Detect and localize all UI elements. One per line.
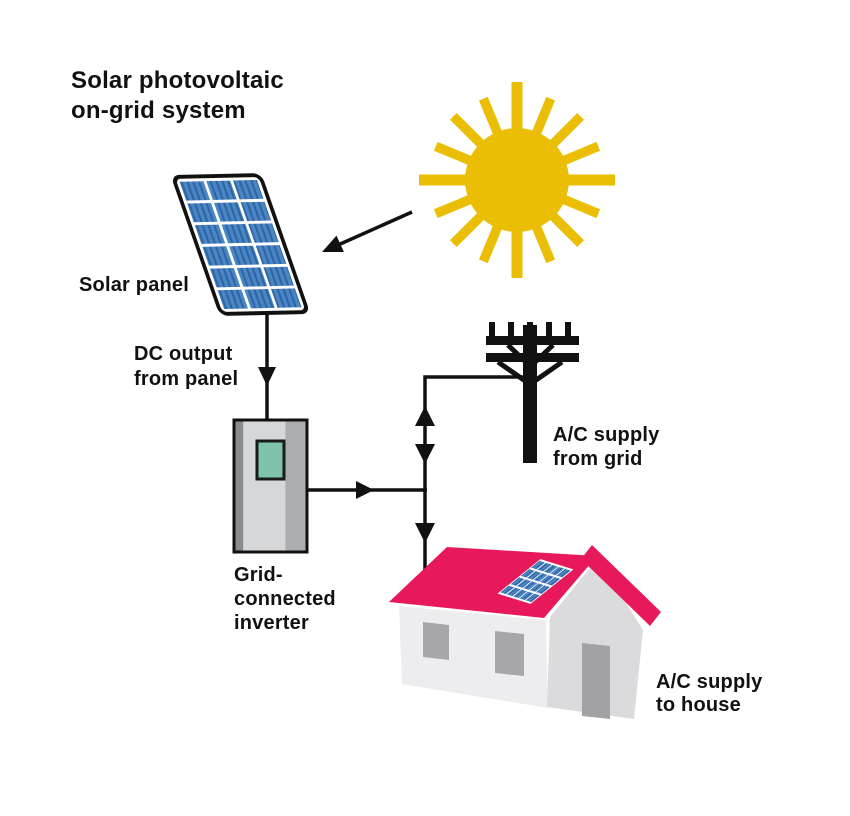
sun-icon: [419, 82, 615, 278]
house-roof-right: [581, 545, 661, 626]
inverter-screen: [255, 439, 286, 481]
label-inverter: Grid- connected inverter: [234, 564, 336, 634]
arrowhead-right-icon: [356, 481, 374, 499]
wire-ac-inverter-to-junction: [307, 481, 427, 499]
wire-junction-grid-house: [415, 375, 530, 572]
utility-pole-icon: [486, 322, 579, 463]
sun-disc: [465, 128, 569, 232]
label-dc-output: DC output from panel: [134, 343, 239, 390]
rooftop-solar-panel-icon: [497, 559, 574, 604]
house-side-wall: [547, 558, 643, 719]
label-ac-from-grid: A/C supply from grid: [553, 424, 660, 470]
label-solar-panel: Solar panel: [79, 274, 190, 296]
arrowhead-down-icon: [258, 367, 276, 386]
wire-dc-panel-to-inverter: [258, 314, 276, 421]
house-window: [423, 622, 449, 660]
label-ac-to-house: A/C supply to house: [656, 671, 763, 716]
house-door: [582, 643, 610, 719]
arrowhead-down-icon: [415, 444, 435, 464]
arrowhead-down-icon: [415, 523, 435, 543]
solar-panel-icon: [172, 173, 309, 316]
house-window: [495, 631, 524, 676]
page-title: Solar photovoltaic on-grid system: [71, 67, 284, 124]
house-front-wall: [399, 606, 548, 708]
arrowhead-up-icon: [415, 406, 435, 426]
solar-panel-cells: [179, 180, 302, 310]
inverter-icon: [232, 418, 309, 554]
arrow-sunlight-to-panel: [322, 210, 413, 252]
house-icon: [389, 545, 661, 719]
